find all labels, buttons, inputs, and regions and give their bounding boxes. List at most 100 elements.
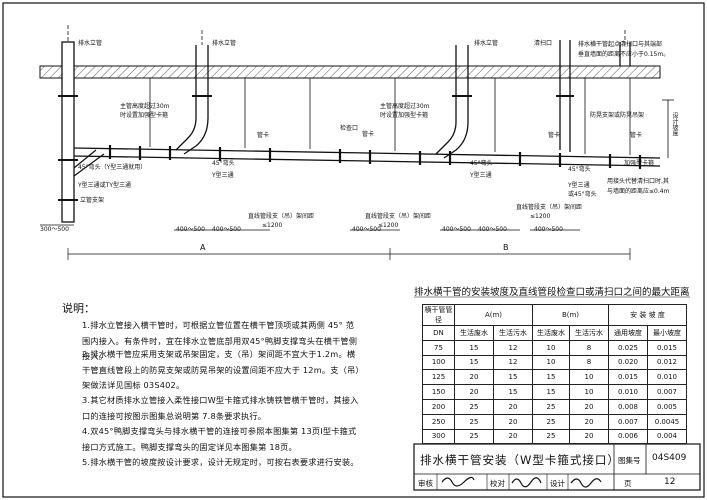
left-bend-connection	[73, 149, 105, 177]
cell: 15	[454, 354, 494, 371]
signature-check	[511, 477, 542, 488]
label-reinforced-clamp: 加强型卡箍	[624, 160, 655, 167]
cell: 20	[493, 428, 533, 445]
cell: 20	[493, 413, 533, 430]
label-cleanout-note-2: 垂直墙面的距离不应小于0.15m。	[578, 51, 670, 58]
label-drain-riser-1: 排水立管	[78, 40, 103, 47]
riser-right	[556, 40, 574, 152]
dimension-lines	[40, 224, 631, 260]
dim-300-500: 300～500	[40, 226, 69, 233]
table-header-sub: DN 生活废水 生活污水 生活废水 生活污水 通用坡度 最小坡度	[422, 325, 687, 341]
cell: 75	[422, 339, 455, 356]
label-main-long-pipe-1a: 主管高度超过30m	[120, 103, 170, 110]
note-item-1: 1.排水立管接入横干管时，可根据立管位置在横干管顶项或其两侧 45° 范围内接入…	[82, 320, 358, 361]
label-cleanout: 清扫口	[534, 40, 553, 47]
horizontal-main-pipe	[73, 145, 661, 169]
header-b-sewage: 生活污水	[569, 325, 609, 341]
label-riser-support: 立管支架	[80, 197, 105, 204]
cell: 15	[454, 339, 494, 356]
label-main-long-pipe-1b: 时设置加强型卡箍	[120, 112, 169, 119]
cell: 15	[532, 384, 570, 400]
label-inspection-note-1: 用接头代替清扫口时,其	[607, 178, 669, 185]
label-drain-riser-2: 排水立管	[212, 40, 237, 47]
header-slope: 安 装 坡 度	[608, 304, 687, 326]
cell: 10	[569, 369, 609, 386]
header-general-slope: 通用坡度	[608, 325, 648, 341]
cell: 20	[569, 398, 609, 415]
dim-400-500-2: 400～500	[212, 226, 241, 233]
cell: 0.010	[647, 369, 687, 386]
header-b-waste: 生活废水	[532, 325, 570, 341]
note-item-4: 4.双45°鸭脚支撑弯头与排水横干管的连接可参照本图集第 13页I型卡箍式接口方…	[82, 426, 357, 452]
cell: 0.010	[608, 384, 648, 400]
cell: 20	[493, 398, 533, 415]
table-title: 排水横干管的安装坡度及直线管段检查口或清扫口之间的最大距离	[414, 287, 690, 298]
header-pipe-diameter: 横干管管径	[422, 304, 455, 326]
header-a-sewage: 生活污水	[493, 325, 533, 341]
span-note-3a: 直线管段支（吊）架间距	[516, 204, 583, 211]
cell: 25	[454, 413, 494, 430]
label-bend45-b: 45°弯头	[470, 160, 493, 167]
cell: 12	[493, 354, 533, 371]
label-y-tee-1: Y型三通或TY型三通	[78, 182, 131, 189]
cell: 0.015	[647, 339, 687, 356]
riser-far-right	[619, 30, 631, 66]
label-y-tee-b: Y型三通	[470, 172, 492, 179]
riser-middle-2	[435, 45, 472, 159]
label-clamp-1: 管卡	[257, 132, 270, 139]
span-note-1a: 直线管段支（吊）架间距	[248, 213, 315, 220]
label-clamp-3: 管卡	[548, 132, 561, 139]
label-main-long-pipe-2b: 时设置加强型卡箍	[380, 112, 429, 119]
label-bend45-c: 45°弯头	[568, 166, 591, 173]
cell: 0.004	[647, 428, 687, 445]
span-note-2b: ≤1200	[378, 222, 399, 229]
cell: 10	[569, 384, 609, 400]
dim-400-500-4: 400～500	[442, 226, 471, 233]
title-block-frame	[413, 443, 701, 491]
signature-review	[441, 476, 475, 487]
signature-design	[570, 478, 602, 488]
cell: 250	[422, 413, 455, 430]
cell: 15	[493, 384, 533, 400]
check-label: 校对	[490, 479, 505, 488]
design-slope-marker	[662, 99, 674, 158]
label-anti-sway-bracket: 防晃支架或防晃吊架	[590, 112, 645, 119]
cell: 10	[532, 339, 570, 356]
header-b: B(m)	[532, 304, 609, 326]
label-y-tee-c-2: 或45°弯头	[568, 191, 597, 198]
cell: 10	[532, 354, 570, 371]
section-label-a: A	[200, 243, 206, 252]
drawing-title: 排水横干管安装（W型卡箍式接口）	[420, 453, 620, 467]
pipe-hangers	[149, 78, 631, 155]
span-note-2a: 直线管段支（吊）架间距	[365, 213, 432, 220]
cell: 150	[422, 384, 455, 400]
review-label: 审核	[418, 479, 433, 488]
riser-middle-1	[175, 30, 212, 155]
cell: 0.015	[608, 369, 648, 386]
dim-400-500-3: 400～500	[352, 226, 381, 233]
header-a-waste: 生活废水	[454, 325, 494, 341]
cell: 0.007	[647, 384, 687, 400]
label-clamp-4: 管卡	[630, 132, 643, 139]
cell: 12	[493, 339, 533, 356]
header-a: A(m)	[454, 304, 533, 326]
header-dn: DN	[422, 325, 455, 341]
section-label-b: B	[503, 243, 509, 252]
header-min-slope: 最小坡度	[647, 325, 687, 341]
cell: 15	[493, 369, 533, 386]
cell: 0.005	[647, 398, 687, 415]
dim-400-500-6: 400～500	[534, 226, 563, 233]
label-inspection-opening: 检查口	[340, 125, 359, 132]
span-note-1b: ≤1200	[262, 222, 283, 229]
cell: 20	[454, 369, 494, 386]
label-inspection-note-2: 与墙面的距离应≤0.4m	[607, 188, 670, 195]
dim-400-500-1: 400～500	[176, 226, 205, 233]
atlas-number: 04S409	[652, 453, 687, 463]
cell: 8	[569, 354, 609, 371]
